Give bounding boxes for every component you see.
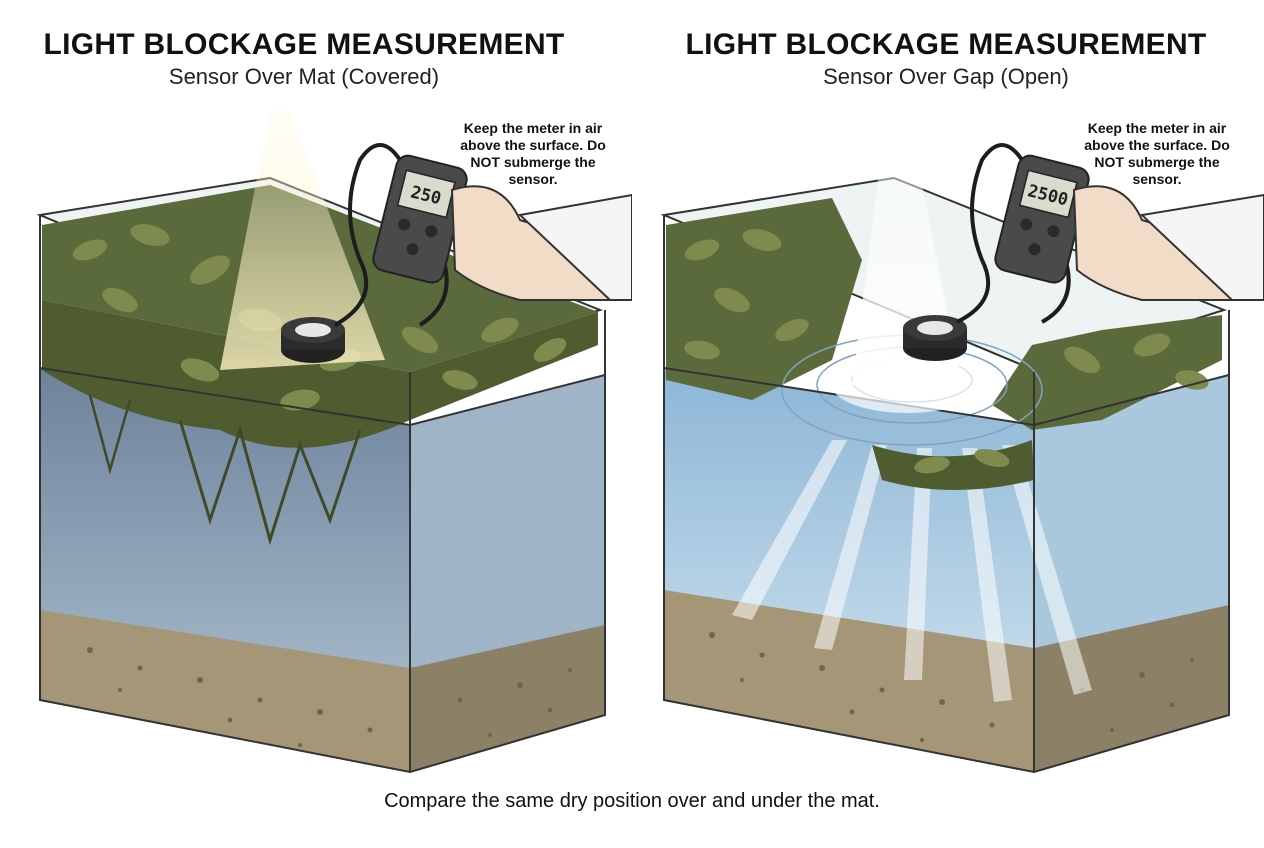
gravel-substrate <box>40 610 605 772</box>
safety-note: Keep the meter in air above the surface.… <box>460 120 606 187</box>
underwater-light-rays <box>732 440 1092 702</box>
hand <box>450 185 632 301</box>
tank-illustration-covered: 250 <box>36 110 632 774</box>
panel-subtitle: Sensor Over Mat (Covered) <box>168 64 440 89</box>
light-sensor-puck <box>903 315 967 361</box>
panel-title: LIGHT BLOCKAGE MEASUREMENT <box>685 28 1207 61</box>
panel-title: LIGHT BLOCKAGE MEASUREMENT <box>43 28 565 61</box>
panel-covered: 250 LIGHT BLOCKAGE MEASUREMENT Sensor Ov… <box>0 0 632 790</box>
light-sensor-puck <box>281 317 345 363</box>
light-meter: 2500 <box>994 154 1090 284</box>
figure-caption: Compare the same dry position over and u… <box>384 790 880 812</box>
light-meter: 250 <box>372 154 468 284</box>
light-beam <box>220 110 385 370</box>
panel-open: 2500 LIGHT BLOCKAGE MEASUREMENT Sensor O… <box>632 0 1264 790</box>
tank-outline <box>663 215 1230 774</box>
tank-illustration-open: 2500 <box>660 110 1264 774</box>
tank-outline <box>39 215 606 774</box>
safety-note: Keep the meter in air above the surface.… <box>1084 120 1230 187</box>
panel-subtitle: Sensor Over Gap (Open) <box>823 64 1069 89</box>
plant-mat <box>666 198 1222 490</box>
hand <box>1072 185 1264 301</box>
